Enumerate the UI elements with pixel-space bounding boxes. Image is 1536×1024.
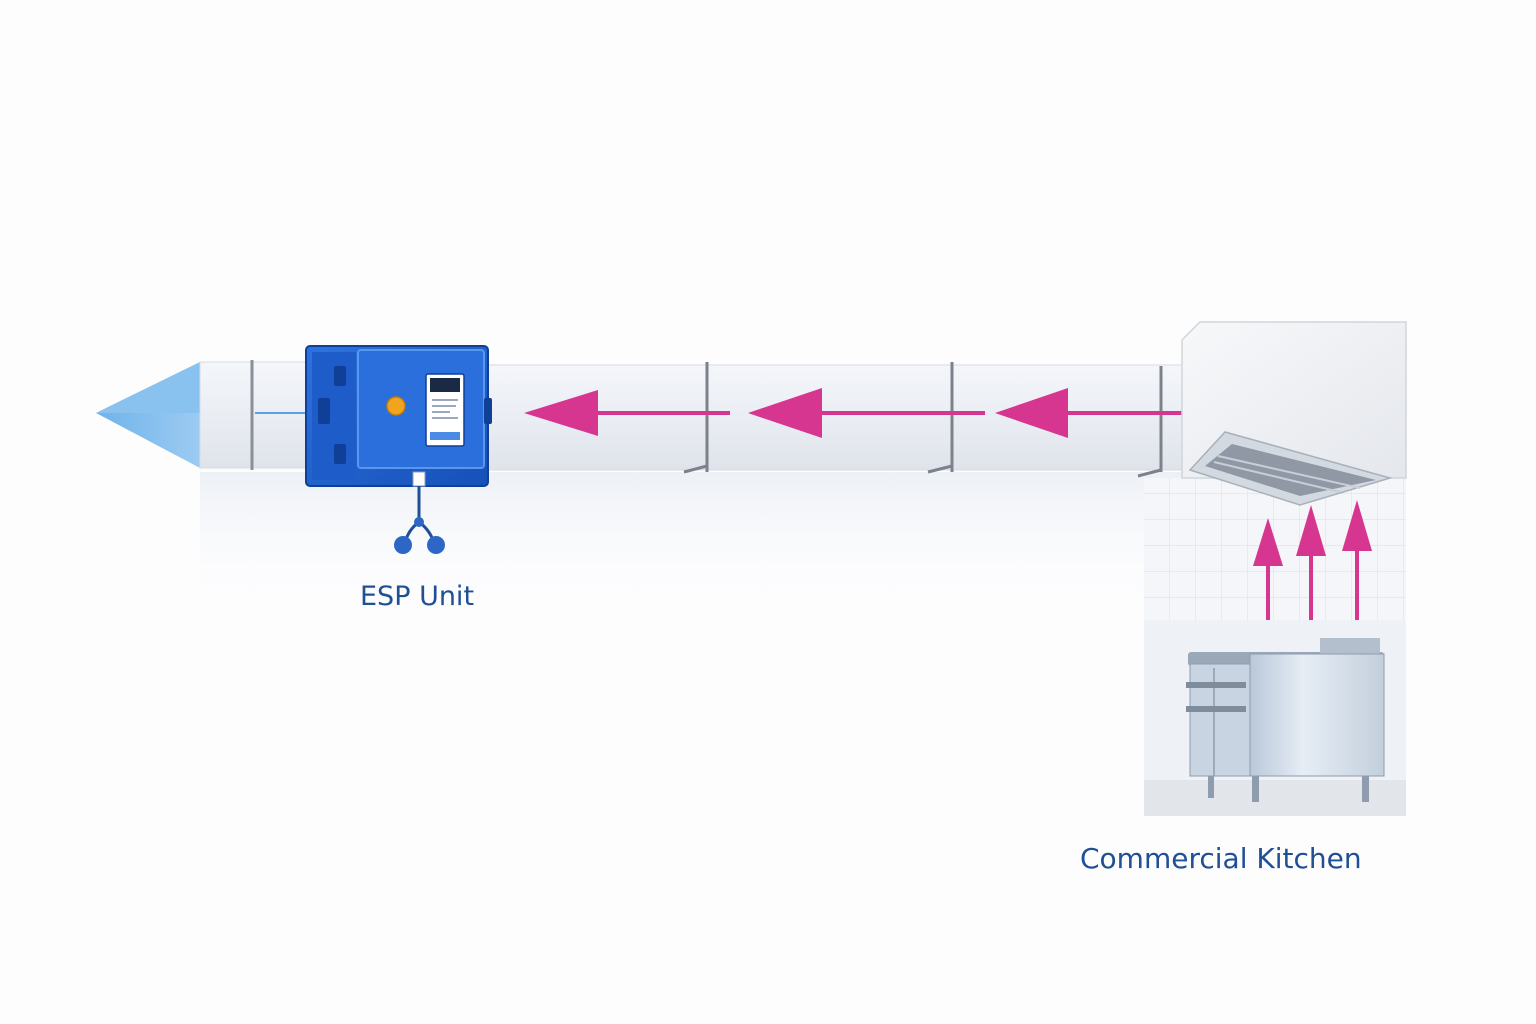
exhaust-cone-icon — [96, 362, 200, 468]
airflow-arrow-2 — [748, 388, 985, 438]
kitchen-label: Commercial Kitchen — [1080, 842, 1362, 875]
drain-icon — [394, 486, 445, 554]
airflow-arrow-1 — [524, 390, 730, 436]
main-duct — [487, 362, 1199, 478]
duct-reflection — [200, 472, 1200, 622]
esp-unit-label: ESP Unit — [360, 581, 475, 612]
commercial-stove-icon — [1186, 638, 1385, 802]
airflow-arrow-3 — [995, 388, 1190, 438]
kitchen-hood-icon — [1181, 321, 1407, 506]
duct-inlet-section — [199, 360, 313, 470]
esp-unit-icon[interactable] — [305, 345, 492, 487]
airflow-arrows-horizontal — [524, 388, 1190, 438]
airflow-arrows-vertical — [1253, 500, 1372, 640]
airflow-arrow-up-1 — [1253, 518, 1283, 625]
